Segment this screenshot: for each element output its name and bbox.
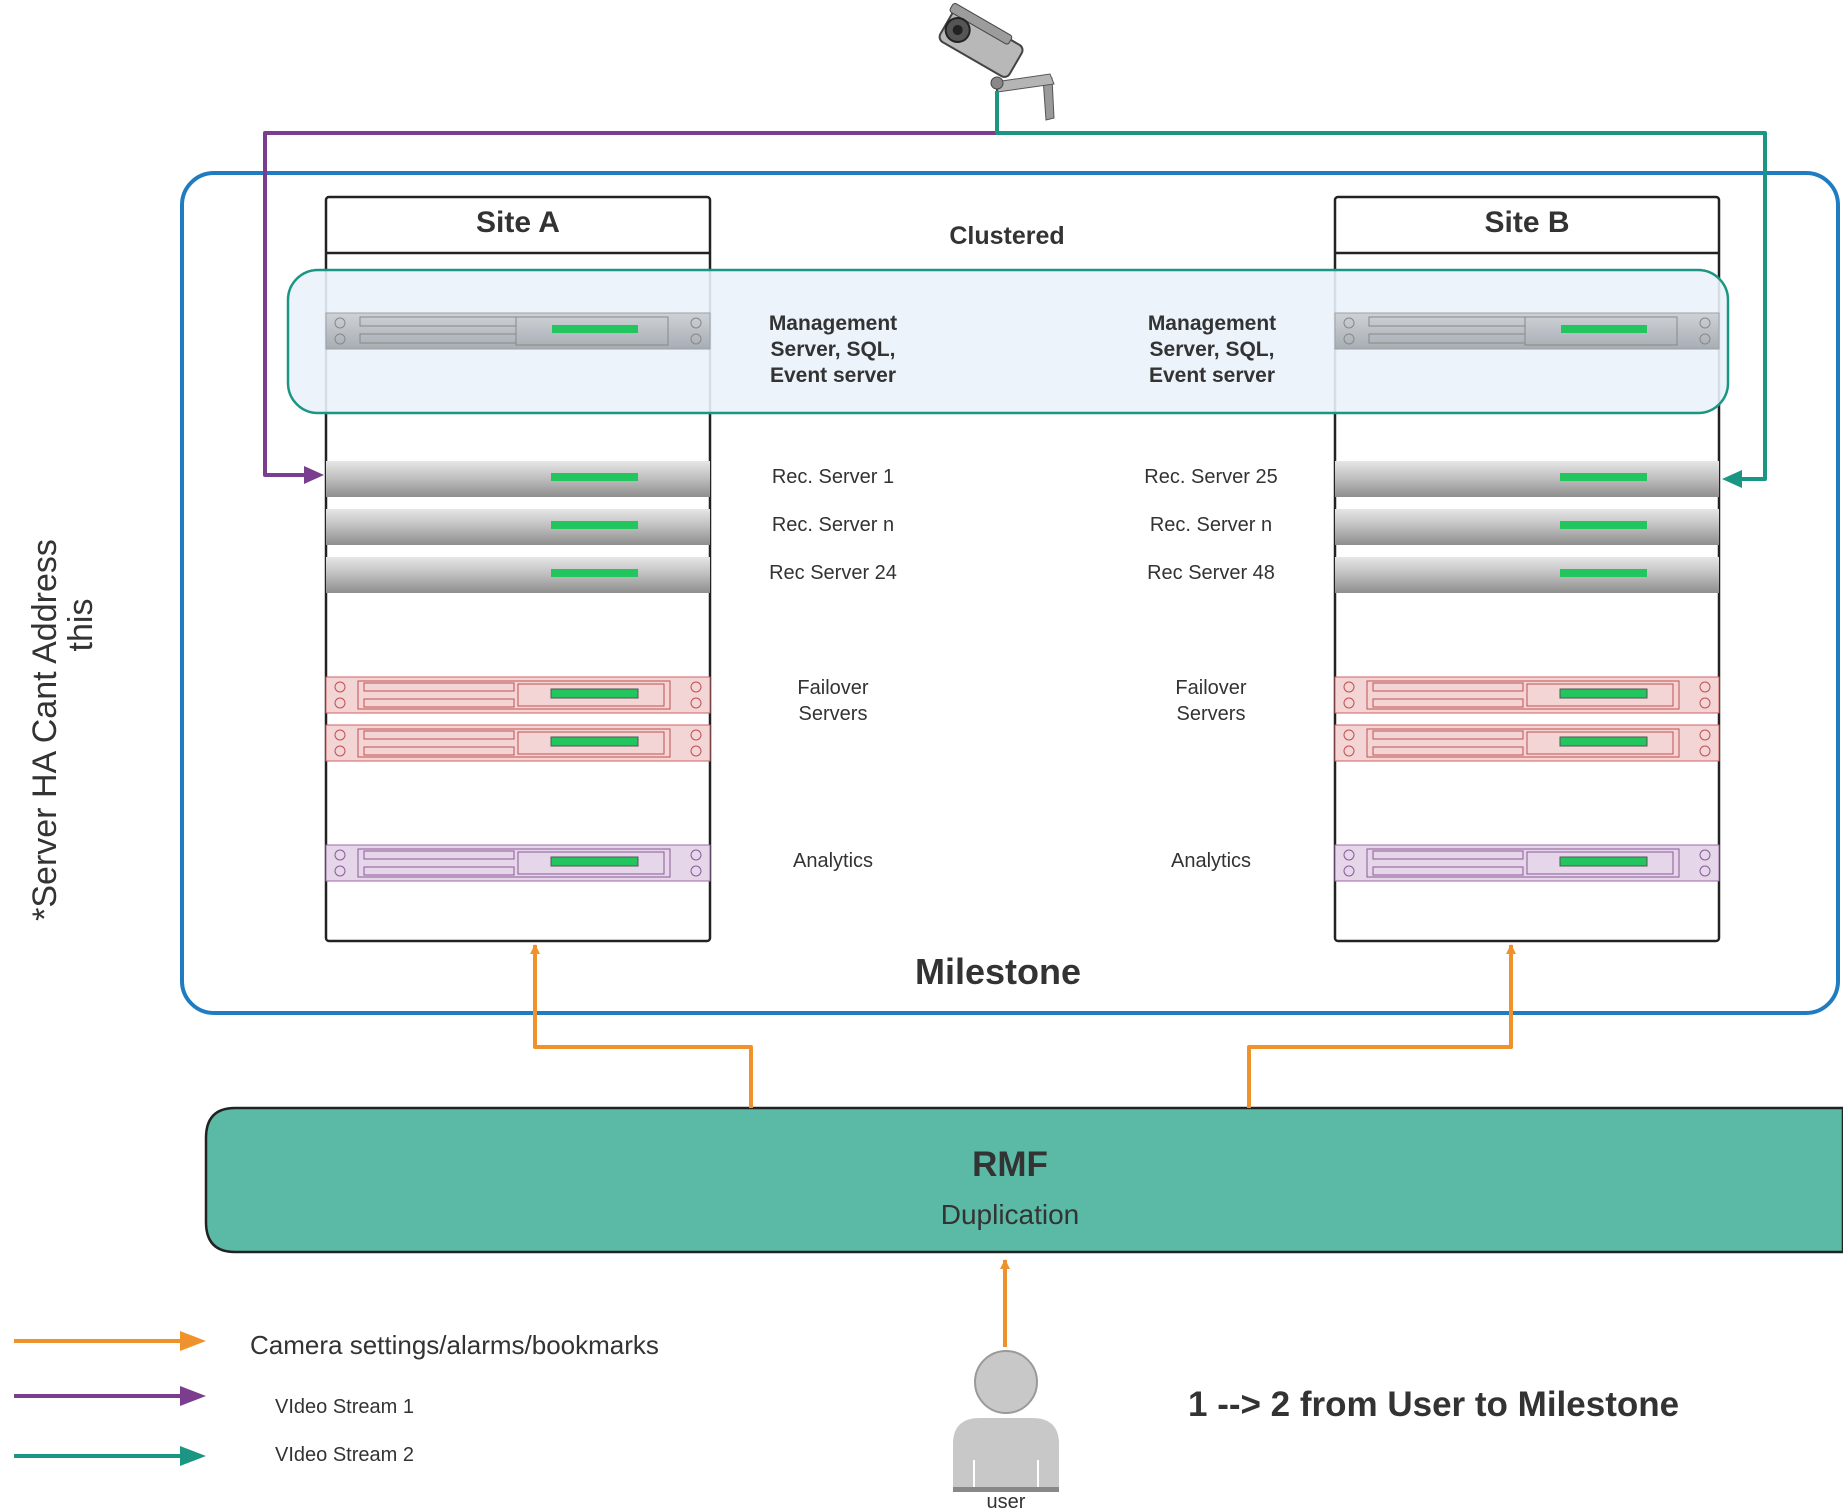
site-a-analytics-server xyxy=(325,844,711,882)
legend-item-camera-settings: Camera settings/alarms/bookmarks xyxy=(250,1330,659,1360)
site-a-analytics-label: Analytics xyxy=(793,850,873,872)
legend-item-video-stream-2: VIdeo Stream 2 xyxy=(275,1444,414,1466)
side-note-line-1: *Server HA Cant Address xyxy=(26,539,64,921)
site-a-rec-label-2: Rec. Server n xyxy=(772,514,894,536)
legend-item-video-stream-1: VIdeo Stream 1 xyxy=(275,1396,414,1418)
svg-text:Server, SQL,: Server, SQL, xyxy=(771,338,896,361)
site-b-rec-servers xyxy=(1335,461,1719,593)
site-a-rec-label-1: Rec. Server 1 xyxy=(772,466,894,488)
svg-text:Management: Management xyxy=(1148,312,1276,335)
site-b-rec-label-1: Rec. Server 25 xyxy=(1144,466,1277,488)
site-b-management-server xyxy=(1334,312,1720,350)
svg-text:Event server: Event server xyxy=(770,364,896,387)
flow-note: 1 --> 2 from User to Milestone xyxy=(1188,1385,1679,1424)
legend: Camera settings/alarms/bookmarks VIdeo S… xyxy=(14,1330,659,1466)
rmf-to-site-a-connector xyxy=(530,944,753,1108)
clustered-label: Clustered xyxy=(949,222,1064,250)
rmf-to-site-b-connector xyxy=(1247,944,1516,1108)
security-camera-icon xyxy=(938,3,1055,121)
site-b-title: Site B xyxy=(1484,206,1569,239)
site-b-analytics-label: Analytics xyxy=(1171,850,1251,872)
site-a-mgmt-label: Management Server, SQL, Event server xyxy=(769,312,897,387)
side-note-line-2: this xyxy=(62,599,100,652)
svg-text:Failover: Failover xyxy=(797,677,868,699)
side-note: *Server HA Cant Address this xyxy=(26,539,100,921)
svg-text:Management: Management xyxy=(769,312,897,335)
video-stream-2-connector xyxy=(995,91,1767,481)
site-b-analytics-server xyxy=(1334,844,1720,882)
site-a-failover-label: Failover Servers xyxy=(797,677,868,725)
user-icon xyxy=(953,1350,1059,1492)
cluster-group xyxy=(286,268,1730,415)
site-b-failover-servers xyxy=(1334,676,1720,762)
site-a-failover-servers xyxy=(325,676,711,762)
site-a-title: Site A xyxy=(476,206,560,239)
svg-text:Failover: Failover xyxy=(1175,677,1246,699)
svg-text:Server, SQL,: Server, SQL, xyxy=(1150,338,1275,361)
site-a-management-server xyxy=(325,312,711,350)
svg-text:Servers: Servers xyxy=(1177,703,1246,725)
svg-text:Servers: Servers xyxy=(799,703,868,725)
rmf-title: RMF xyxy=(972,1145,1048,1184)
site-b-mgmt-label: Management Server, SQL, Event server xyxy=(1148,312,1276,387)
site-a-rec-label-3: Rec Server 24 xyxy=(769,562,897,584)
svg-text:Event server: Event server xyxy=(1149,364,1275,387)
rmf-subtitle: Duplication xyxy=(941,1199,1080,1230)
site-a-rec-servers xyxy=(326,461,710,593)
milestone-container xyxy=(180,171,1840,1015)
user-label: user xyxy=(987,1491,1026,1508)
site-b-failover-label: Failover Servers xyxy=(1175,677,1246,725)
milestone-title: Milestone xyxy=(915,951,1081,992)
site-b-rec-label-2: Rec. Server n xyxy=(1150,514,1272,536)
rmf-block xyxy=(204,1106,1843,1254)
site-b-rec-label-3: Rec Server 48 xyxy=(1147,562,1275,584)
